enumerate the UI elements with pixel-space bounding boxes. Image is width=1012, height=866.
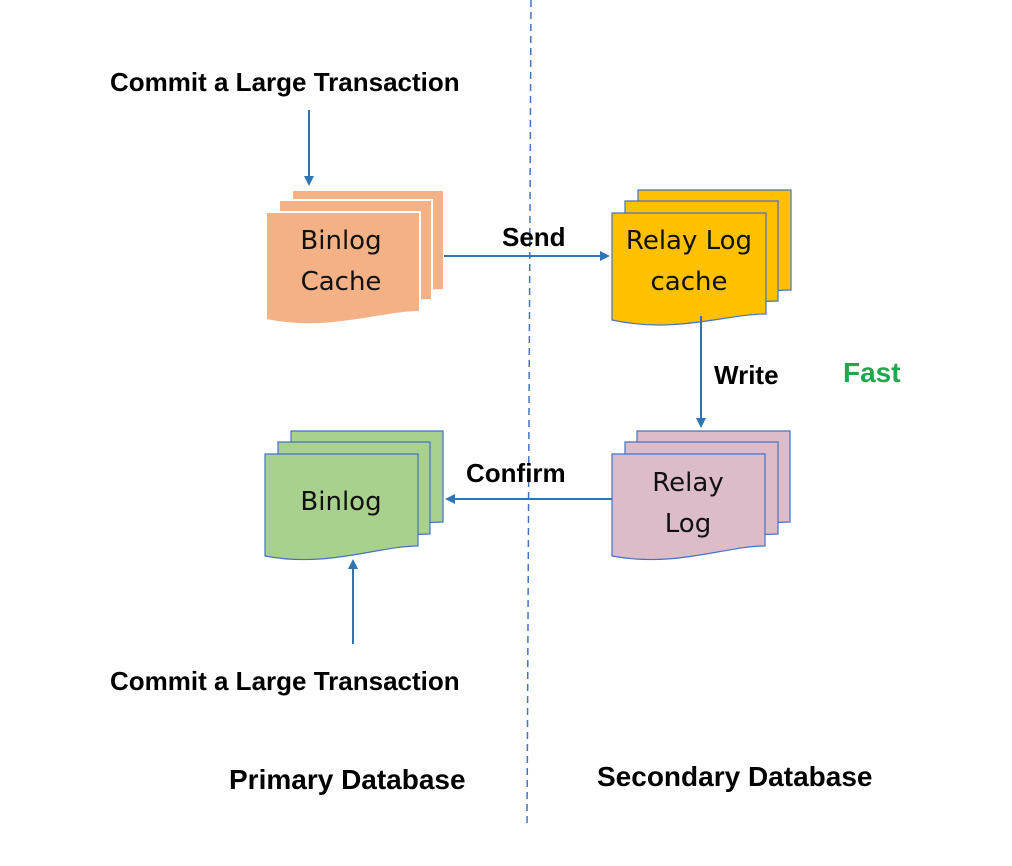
- binlog-cache-line1: Binlog: [300, 226, 381, 256]
- commit-top-label: Commit a Large Transaction: [110, 67, 460, 97]
- fast-label: Fast: [843, 357, 901, 388]
- write-label: Write: [714, 360, 779, 390]
- binlog-cache-line2: Cache: [301, 267, 382, 297]
- relay-log-cache-node: Relay Log cache: [611, 189, 792, 326]
- relay-log-line2: Log: [665, 509, 711, 539]
- relay-cache-sheet-front: [611, 212, 767, 326]
- relay-log-cache-line2: cache: [651, 267, 728, 297]
- binlog-cache-node: Binlog Cache: [265, 189, 445, 326]
- secondary-database-label: Secondary Database: [597, 761, 872, 792]
- commit-bottom-label: Commit a Large Transaction: [110, 666, 460, 696]
- primary-database-label: Primary Database: [229, 764, 466, 795]
- relay-log-line1: Relay: [652, 468, 723, 498]
- binlog-cache-sheet-front: [265, 211, 421, 326]
- relay-log-cache-line1: Relay Log: [626, 226, 752, 256]
- divider-line: [526, 0, 532, 829]
- binlog-line1: Binlog: [300, 487, 381, 517]
- relay-log-node: Relay Log: [611, 430, 791, 561]
- confirm-label: Confirm: [466, 458, 566, 488]
- binlog-node: Binlog: [264, 430, 444, 561]
- relay-log-sheet-front: [611, 453, 766, 561]
- binlog-sheet-front: [264, 453, 419, 561]
- send-label: Send: [502, 222, 566, 252]
